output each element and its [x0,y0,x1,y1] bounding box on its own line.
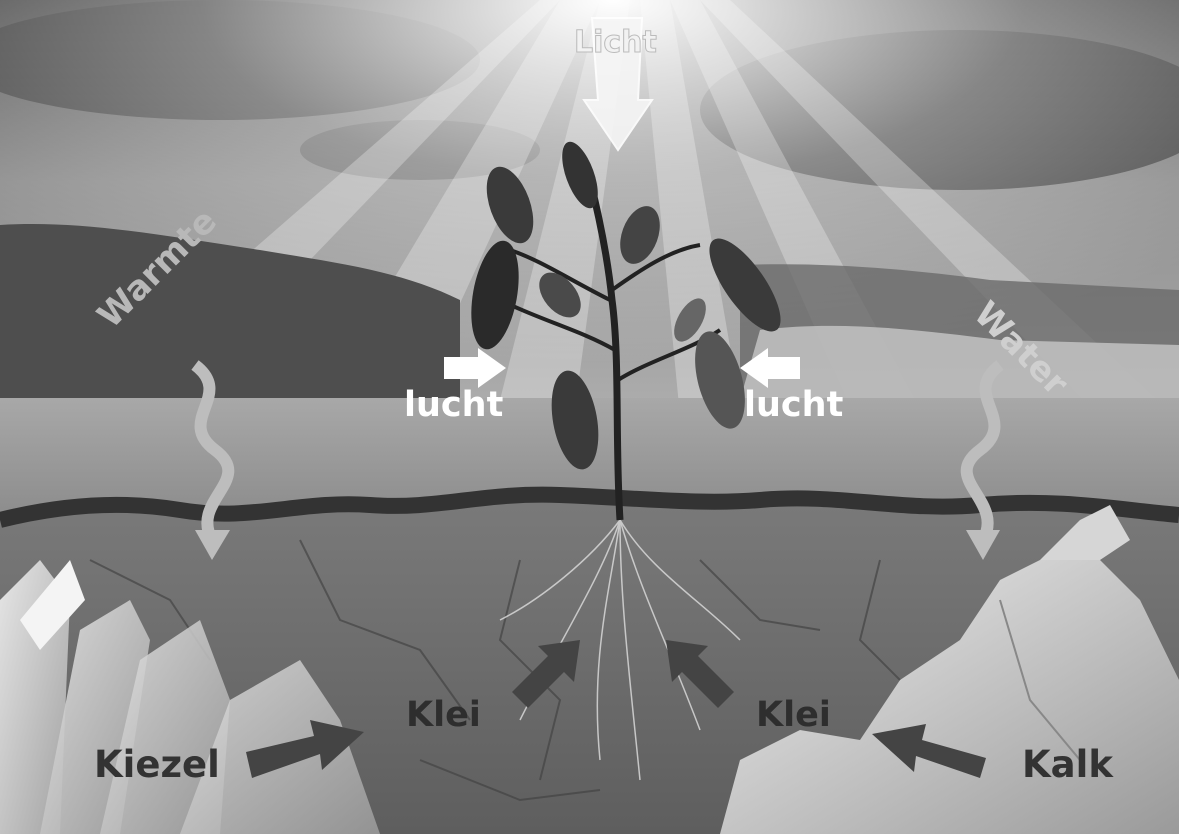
clay-label-left: Klei [406,698,481,733]
lime-label: Kalk [1022,746,1113,783]
light-label: Licht [574,28,657,58]
clay-label-right: Klei [756,698,831,733]
silica-label: Kiezel [94,746,220,783]
air-label-right: lucht [744,388,843,423]
air-label-left: lucht [404,388,503,423]
